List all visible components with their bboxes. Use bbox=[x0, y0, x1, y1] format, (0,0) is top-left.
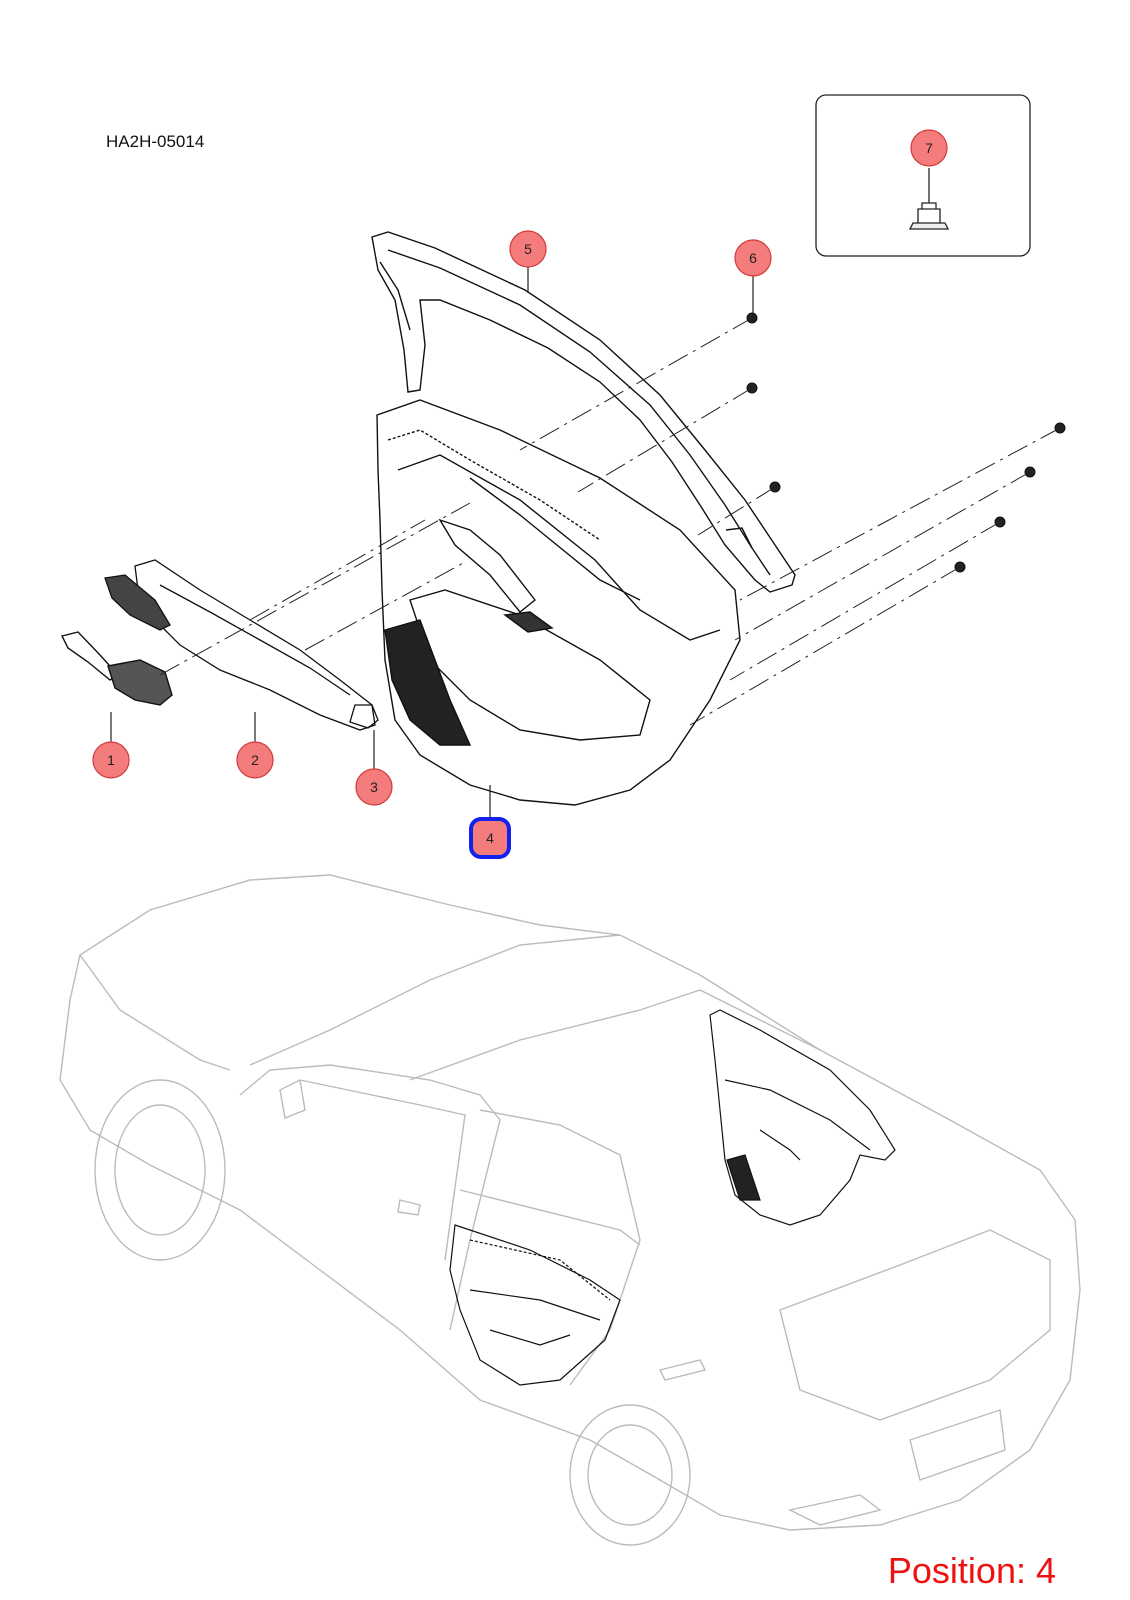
callout-4[interactable]: 4 bbox=[469, 817, 511, 859]
trim-strip bbox=[349, 704, 379, 729]
car-overview bbox=[59, 874, 1081, 1546]
callout-7-label: 7 bbox=[925, 140, 933, 156]
garnish-trim bbox=[104, 559, 376, 731]
position-label: Position: 4 bbox=[887, 1550, 1056, 1591]
diagram-code: HA2H-05014 bbox=[106, 132, 205, 151]
clip-part-icon bbox=[908, 168, 950, 230]
fasteners bbox=[746, 312, 1066, 573]
callout-2[interactable]: 2 bbox=[236, 741, 274, 779]
callout-2-label: 2 bbox=[251, 752, 259, 768]
inset-box bbox=[815, 94, 1031, 257]
car-rear-door-detail bbox=[449, 1224, 621, 1386]
callout-3[interactable]: 3 bbox=[355, 768, 393, 806]
callout-3-label: 3 bbox=[370, 779, 378, 795]
callout-6[interactable]: 6 bbox=[734, 239, 772, 277]
callout-4-label: 4 bbox=[486, 830, 494, 846]
car-door-inset bbox=[709, 1009, 896, 1226]
door-trim-panel bbox=[376, 399, 741, 806]
door-frame-trim bbox=[371, 231, 796, 593]
callout-5[interactable]: 5 bbox=[509, 230, 547, 268]
callout-5-label: 5 bbox=[524, 241, 532, 257]
callout-6-label: 6 bbox=[749, 250, 757, 266]
inside-handle bbox=[60, 631, 173, 706]
callout-1-label: 1 bbox=[107, 752, 115, 768]
callout-1[interactable]: 1 bbox=[92, 741, 130, 779]
leader-lines bbox=[110, 262, 754, 818]
assembly-lines bbox=[159, 317, 1061, 726]
callout-7[interactable]: 7 bbox=[910, 129, 948, 167]
